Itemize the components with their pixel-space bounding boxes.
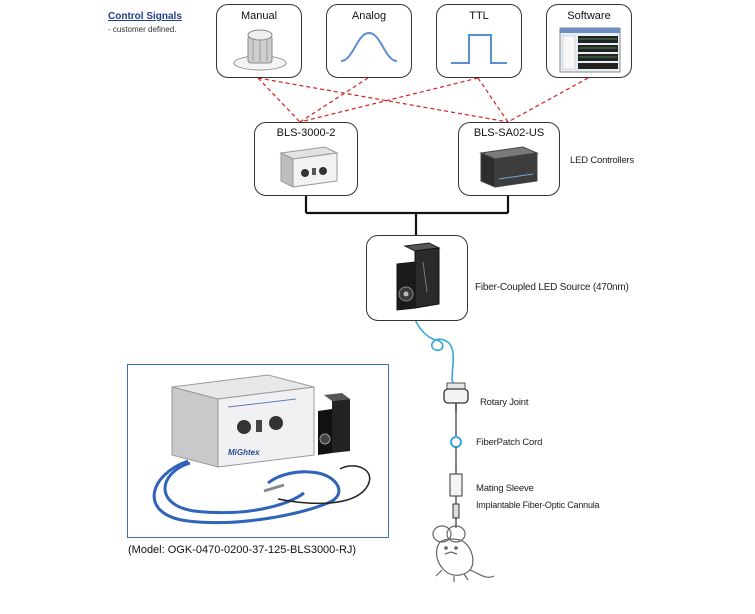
control-signals-title: Control Signals (108, 11, 182, 22)
rotary-joint-label: Rotary Joint (480, 397, 529, 408)
patch-cord-icon (450, 410, 462, 472)
led-source-icon (396, 242, 441, 311)
photo-brand: MiGhtex (228, 448, 260, 457)
signal-source-analog: Analog (326, 4, 412, 78)
fiber-cable (411, 311, 456, 389)
signal-source-label: Analog (351, 10, 387, 22)
controller-box-icon (279, 146, 339, 188)
controller-bls-3000-2: BLS-3000-2 (254, 122, 358, 196)
controller-bus (304, 194, 510, 235)
photo-caption: (Model: OGK-0470-0200-37-125-BLS3000-RJ) (128, 544, 357, 556)
mouse-icon (432, 525, 495, 582)
signal-source-manual: Manual (216, 4, 302, 78)
cannula-label: Implantable Fiber-Optic Cannula (476, 500, 600, 510)
control-signals-note: - customer defined. (108, 25, 177, 34)
signal-source-label: TTL (469, 10, 489, 22)
controller-label: BLS-3000-2 (276, 127, 336, 139)
mating-sleeve-label: Mating Sleeve (476, 483, 534, 494)
controller-label: BLS-SA02-US (473, 127, 545, 139)
signal-source-software: Software (546, 4, 632, 78)
signal-source-label: Manual (240, 10, 278, 22)
controller-bls-sa02-us: BLS-SA02-US (458, 122, 560, 196)
signal-links (257, 77, 589, 123)
square-pulse-icon (451, 34, 507, 64)
signal-source-ttl: TTL (436, 4, 522, 78)
sine-wave-icon (340, 31, 398, 62)
software-window-icon (559, 27, 621, 73)
patch-cord-label: FiberPatch Cord (476, 437, 543, 448)
product-photo-frame: MiGhtex (127, 364, 389, 538)
mating-sleeve-icon (449, 470, 463, 528)
rotary-joint-icon (443, 382, 469, 411)
controllers-caption: LED Controllers (570, 155, 635, 166)
product-photo-icon: MiGhtex (152, 374, 371, 525)
led-source-box (366, 235, 468, 321)
signal-source-label: Software (567, 10, 611, 22)
controller-box-icon (479, 146, 539, 188)
knob-icon (233, 29, 287, 71)
led-source-label: Fiber-Coupled LED Source (470nm) (475, 282, 629, 293)
